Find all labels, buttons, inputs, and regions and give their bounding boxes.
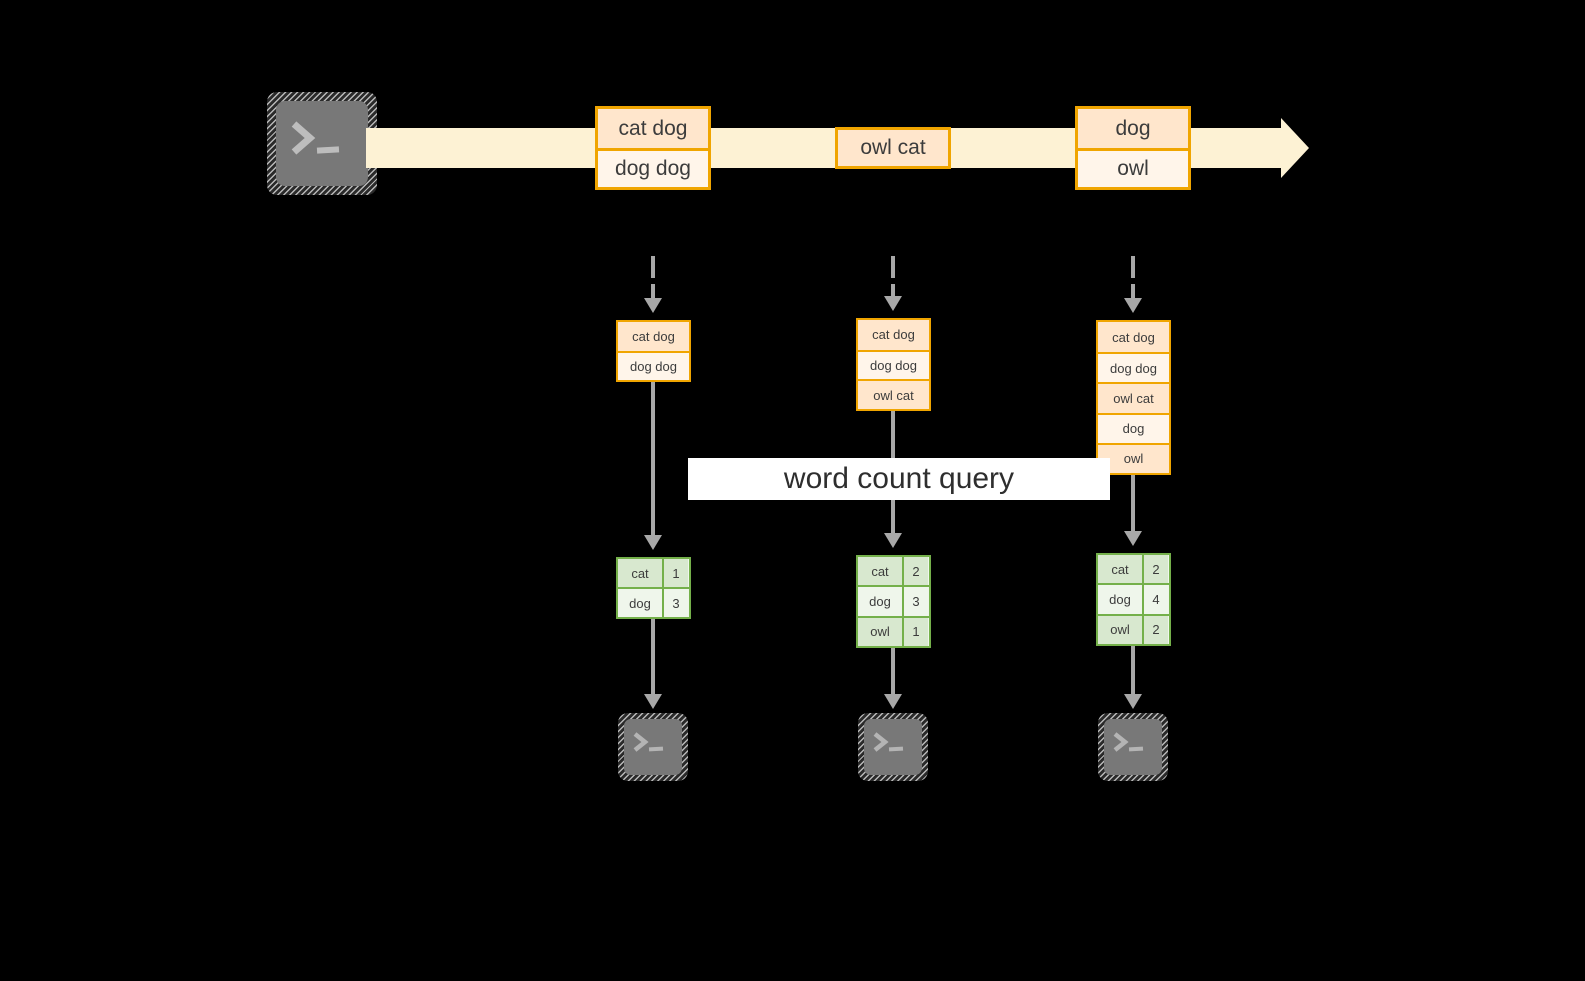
- stream-record-line: dog dog: [598, 148, 708, 187]
- snapshot-1-tap-arrowhead: [644, 298, 662, 313]
- snapshot-3-result-table: cat 2 dog 4 owl 2: [1096, 553, 1171, 646]
- snapshot-1-sink-edge: [651, 619, 655, 696]
- snapshot-2-buffer: cat dog dog dog owl cat: [856, 318, 931, 411]
- buffer-line: owl cat: [1098, 382, 1169, 413]
- snapshot-2-sink-terminal-icon: [858, 713, 928, 781]
- snapshot-2-result-table: cat 2 dog 3 owl 1: [856, 555, 931, 648]
- snapshot-1-sink-arrowhead: [644, 694, 662, 709]
- snapshot-1-tap-stem: [651, 284, 655, 300]
- result-word: cat: [1098, 555, 1142, 584]
- snapshot-3-sink-terminal-icon: [1098, 713, 1168, 781]
- buffer-line: dog dog: [1098, 352, 1169, 383]
- terminal-body: [1104, 719, 1162, 775]
- snapshot-3-sink-arrowhead: [1124, 694, 1142, 709]
- result-word: dog: [618, 589, 662, 617]
- result-word: dog: [858, 587, 902, 616]
- terminal-prompt-glyph: [633, 732, 664, 752]
- stream-record-line: dog: [1078, 109, 1188, 148]
- terminal-body: [624, 719, 682, 775]
- snapshot-1-buffer: cat dog dog dog: [616, 320, 691, 382]
- stream-record-line: cat dog: [598, 109, 708, 148]
- stream-record-line: owl: [1078, 148, 1188, 187]
- result-count: 1: [662, 559, 688, 587]
- table-row: cat 2: [858, 557, 929, 586]
- buffer-line: cat dog: [618, 322, 689, 351]
- result-count: 2: [1142, 615, 1168, 644]
- snapshot-3-buffer: cat dog dog dog owl cat dog owl: [1096, 320, 1171, 475]
- result-count: 4: [1142, 585, 1168, 614]
- buffer-line: dog dog: [618, 351, 689, 380]
- stream-record-3: dog owl: [1075, 106, 1191, 190]
- snapshot-3-tap-dash: [1131, 256, 1135, 278]
- result-count: 3: [662, 589, 688, 617]
- table-row: owl 1: [858, 615, 929, 646]
- result-count: 3: [902, 587, 928, 616]
- query-label: word count query: [688, 458, 1110, 500]
- snapshot-1-result-table: cat 1 dog 3: [616, 557, 691, 619]
- result-count: 1: [902, 617, 928, 646]
- terminal-prompt-glyph: [873, 732, 904, 752]
- snapshot-1-query-edge: [651, 382, 655, 537]
- snapshot-3-sink-edge: [1131, 646, 1135, 696]
- snapshot-1-query-arrowhead: [644, 535, 662, 550]
- result-word: dog: [1098, 585, 1142, 614]
- terminal-body: [276, 101, 368, 186]
- table-row: dog 3: [618, 587, 689, 617]
- table-row: cat 2: [1098, 555, 1169, 584]
- result-word: cat: [858, 557, 902, 586]
- table-row: dog 3: [858, 585, 929, 616]
- snapshot-2-query-arrowhead: [884, 533, 902, 548]
- stream-arrowhead: [1281, 118, 1309, 178]
- snapshot-2-tap-stem: [891, 284, 895, 298]
- result-word: cat: [618, 559, 662, 587]
- snapshot-2-tap-arrowhead: [884, 296, 902, 311]
- table-row: dog 4: [1098, 583, 1169, 614]
- snapshot-1-tap-dash: [651, 256, 655, 278]
- terminal-prompt-glyph: [291, 121, 340, 155]
- table-row: cat 1: [618, 559, 689, 587]
- buffer-line: owl cat: [858, 379, 929, 409]
- terminal-body: [864, 719, 922, 775]
- result-word: owl: [858, 617, 902, 646]
- buffer-line: cat dog: [1098, 322, 1169, 353]
- buffer-line: dog: [1098, 412, 1169, 443]
- snapshot-2-sink-edge: [891, 648, 895, 696]
- terminal-prompt-glyph: [1113, 732, 1144, 752]
- snapshot-2-sink-arrowhead: [884, 694, 902, 709]
- snapshot-2-tap-dash: [891, 256, 895, 278]
- result-count: 2: [1142, 555, 1168, 584]
- snapshot-3-tap-arrowhead: [1124, 298, 1142, 313]
- buffer-line: dog dog: [858, 349, 929, 380]
- stream-record-1: cat dog dog dog: [595, 106, 711, 190]
- result-count: 2: [902, 557, 928, 586]
- stream-record-line: owl cat: [838, 130, 948, 166]
- stream-record-2: owl cat: [835, 127, 951, 169]
- table-row: owl 2: [1098, 613, 1169, 644]
- buffer-line: cat dog: [858, 320, 929, 350]
- snapshot-3-tap-stem: [1131, 284, 1135, 300]
- snapshot-3-query-arrowhead: [1124, 531, 1142, 546]
- snapshot-1-sink-terminal-icon: [618, 713, 688, 781]
- snapshot-3-query-edge: [1131, 475, 1135, 533]
- stream-source-terminal-icon: [267, 92, 377, 195]
- result-word: owl: [1098, 615, 1142, 644]
